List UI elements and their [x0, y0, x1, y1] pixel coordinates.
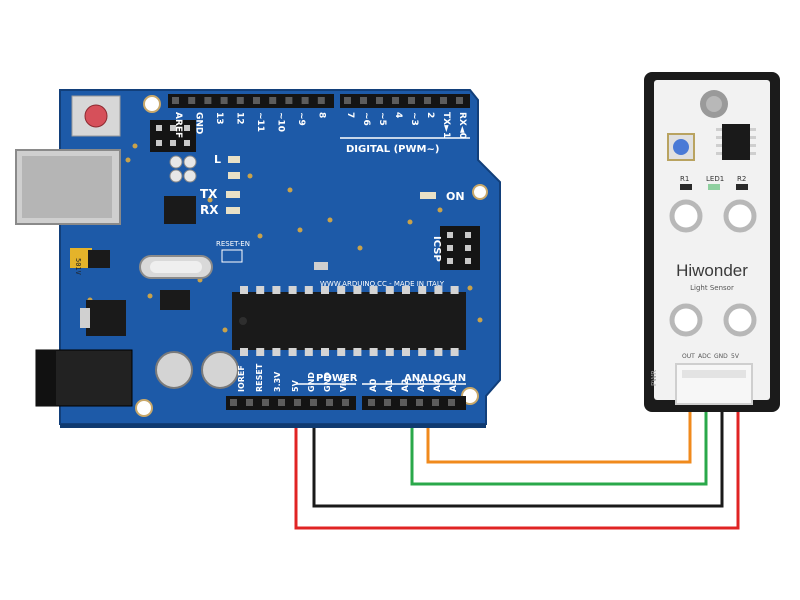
led-l-label: L — [214, 153, 221, 166]
analog-pin-label: A4 — [433, 379, 443, 392]
op-amp-chip — [160, 290, 190, 310]
mount-hole — [723, 199, 757, 233]
arduino-board: AREF GND 13 12 ~11 ~10 ~9 8 7 ~6 ~5 4 ~3 2 TX►1 RX◄0 DI… — [15, 89, 501, 428]
mount-hole — [472, 184, 488, 200]
mount-hole — [143, 95, 161, 113]
wire-green-a2-adc — [410, 400, 708, 486]
wire-red-5v — [294, 400, 740, 530]
pin-label-gnd: GND — [714, 353, 728, 360]
power-pin-label: Vin — [339, 377, 348, 392]
regulator-label: 501V — [74, 258, 82, 276]
led1-label: LED1 — [706, 175, 724, 183]
pin-label-adc: ADC — [698, 353, 711, 360]
digital-pin-label: RX◄0 — [457, 112, 467, 139]
analog-pin-label: A1 — [385, 379, 395, 392]
digital-pin-label: 13 — [214, 112, 224, 125]
digital-label: DIGITAL (PWM~) — [346, 144, 439, 155]
reset-en-label: RESET-EN — [216, 240, 250, 248]
analog-pin-label: A2 — [401, 379, 411, 392]
power-pin-label: 5V — [291, 379, 300, 392]
regulator — [70, 248, 92, 268]
digital-pin-label: AREF — [173, 112, 183, 138]
power-header — [226, 396, 356, 410]
analog-pin-label: A5 — [449, 379, 459, 392]
digital-header-right — [340, 94, 470, 108]
led-l — [228, 156, 240, 163]
digital-pin-label: TX►1 — [441, 112, 451, 138]
reset-button-cap[interactable] — [84, 104, 108, 128]
pin-label-out: OUT — [682, 353, 695, 360]
icsp-header-usb — [150, 120, 196, 152]
wires — [294, 400, 740, 530]
r2-label: R2 — [737, 175, 746, 183]
digital-pin-label: ~11 — [255, 112, 265, 132]
brand-logo-text: Hiwonder — [676, 261, 748, 280]
digital-pin-label: ~6 — [361, 112, 371, 126]
mount-hole — [723, 303, 757, 337]
mount-hole — [669, 303, 703, 337]
capacitor — [155, 351, 193, 389]
capacitor — [201, 351, 239, 389]
voltage-regulator — [86, 300, 126, 336]
led-tx — [226, 191, 240, 198]
power-pin-label: 3.3V — [273, 371, 282, 392]
digital-pin-label: ~9 — [296, 112, 306, 126]
digital-pin-label: GND — [194, 112, 204, 134]
power-analog-pin-labels: IOREF RESET 3.3V 5V GND GND Vin A0 A1 A2 A3 A4 A5 — [237, 363, 459, 392]
digital-pin-label: 2 — [425, 112, 435, 118]
led-on — [420, 192, 436, 199]
tx-label: TX — [200, 187, 218, 201]
led-rx — [226, 207, 240, 214]
sensor-chip — [722, 124, 750, 160]
power-pin-label: RESET — [255, 363, 264, 392]
rx-label: RX — [200, 203, 219, 217]
mount-hole — [135, 399, 153, 417]
sensor-name: Light Sensor — [690, 284, 734, 292]
wire-black-gnd — [312, 400, 724, 508]
mount-hole — [669, 199, 703, 233]
usb-chip — [164, 196, 196, 224]
digital-pin-labels: AREF GND 13 12 ~11 ~10 ~9 8 7 ~6 ~5 4 ~3 2 TX►1 RX◄0 — [173, 112, 467, 139]
on-label: ON — [446, 190, 465, 203]
analog-pin-label: A3 — [417, 379, 427, 392]
digital-pin-label: 7 — [345, 112, 355, 118]
digital-pin-label: ~5 — [377, 112, 387, 126]
power-pin-label: GND — [307, 372, 316, 392]
digital-pin-label: ~10 — [276, 112, 286, 132]
analog-label: ANALOG IN — [404, 373, 466, 384]
potentiometer — [667, 133, 695, 161]
made-in-label: WWW.ARDUINO.CC - MADE IN ITALY — [320, 280, 445, 288]
power-label: POWER — [316, 373, 358, 384]
icsp-label: ICSP — [431, 236, 442, 262]
light-sensor-module: R1 LED1 R2 Hiwonder Light Sensor OUT ADC… — [644, 72, 780, 412]
digital-pin-label: 4 — [393, 112, 403, 118]
r1-label: R1 — [680, 175, 689, 183]
power-pin-label: IOREF — [237, 365, 246, 392]
analog-pin-label: A0 — [369, 379, 379, 392]
wire-orange-a3-out — [426, 400, 692, 464]
digital-pin-label: 12 — [235, 112, 245, 125]
pwr-label: PWR — [650, 370, 658, 386]
power-pin-label: GND — [323, 372, 332, 392]
atmega-chip — [232, 292, 466, 350]
pin-label-5v: 5V — [731, 353, 740, 360]
digital-pin-label: ~3 — [409, 112, 419, 126]
icsp-header — [440, 226, 480, 270]
digital-pin-label: 8 — [317, 112, 327, 118]
